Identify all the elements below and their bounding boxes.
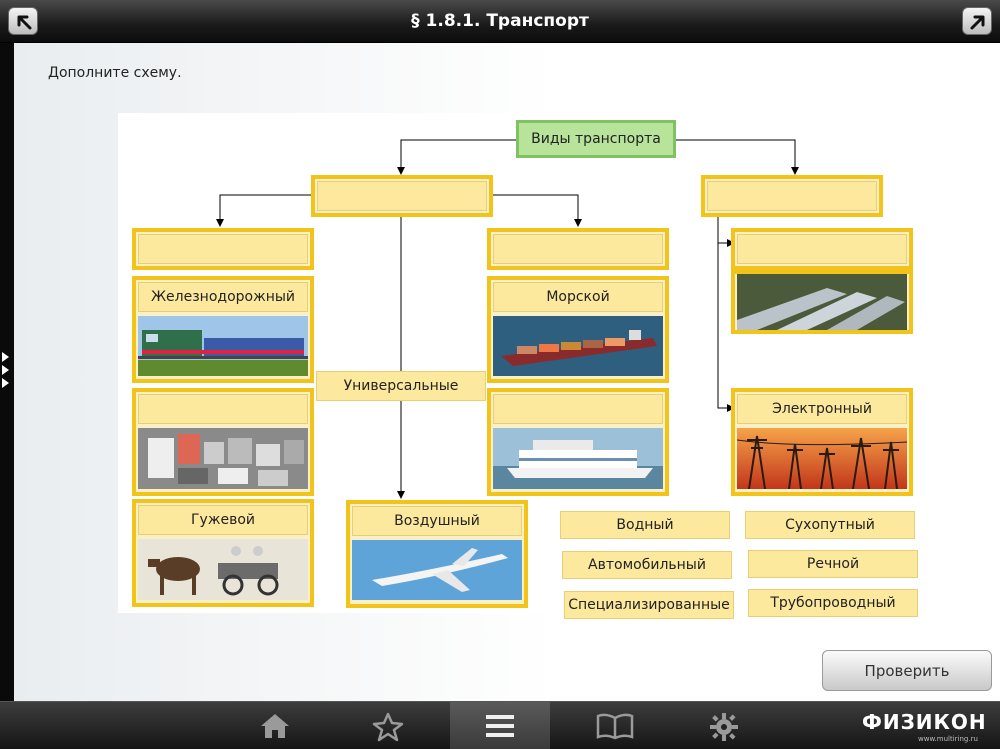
title-bar: § 1.8.1. Транспорт <box>0 0 1000 43</box>
book-button[interactable] <box>562 702 662 749</box>
option-water[interactable]: Водный <box>560 511 730 539</box>
slot-level1-left[interactable] <box>311 175 493 217</box>
label-railway: Железнодорожный <box>138 282 308 312</box>
contents-button[interactable] <box>450 702 550 749</box>
drop-slot[interactable] <box>138 394 308 424</box>
card-horse: Гужевой <box>132 499 314 607</box>
option-river[interactable]: Речной <box>748 550 918 578</box>
check-button[interactable]: Проверить <box>822 650 992 691</box>
diagram-connectors <box>216 139 799 499</box>
settings-button[interactable] <box>674 702 774 749</box>
chevron-right-icon <box>2 378 9 388</box>
brand-logo: ФИЗИКОН <box>862 710 987 734</box>
pipeline-image <box>737 274 907 330</box>
back-button[interactable] <box>8 7 38 35</box>
label-universal: Универсальные <box>316 371 486 401</box>
side-panel-handle[interactable] <box>0 43 14 701</box>
chevron-right-icon <box>2 365 9 375</box>
task-instruction: Дополните схему. <box>48 65 182 81</box>
option-land[interactable]: Сухопутный <box>745 511 915 539</box>
card-railway: Железнодорожный <box>132 276 314 383</box>
drop-slot[interactable] <box>737 234 907 264</box>
drop-slot[interactable] <box>493 234 663 264</box>
star-icon <box>372 712 404 742</box>
page-title: § 1.8.1. Транспорт <box>411 11 589 31</box>
chevron-right-icon <box>2 352 9 362</box>
option-automobile[interactable]: Автомобильный <box>562 551 732 579</box>
content-area: Дополните схему. <box>14 43 1000 701</box>
label-horse: Гужевой <box>138 505 308 535</box>
bottom-toolbar: ФИЗИКОН www.multiring.ru <box>0 701 1000 749</box>
card-automobile <box>132 388 314 496</box>
option-pipeline[interactable]: Трубопроводный <box>748 589 918 617</box>
slot-middle-category[interactable] <box>487 228 669 270</box>
card-electronic: Электронный <box>731 388 913 496</box>
arrow-up-right-icon <box>970 15 985 30</box>
option-specialized[interactable]: Специализированные <box>564 591 734 619</box>
drop-slot[interactable] <box>138 234 308 264</box>
home-icon <box>261 714 289 738</box>
label-air: Воздушный <box>352 506 522 536</box>
brand-url: www.multiring.ru <box>918 735 978 743</box>
card-pipeline <box>731 270 913 334</box>
card-air: Воздушный <box>346 500 528 608</box>
menu-icon <box>486 715 514 737</box>
home-button[interactable] <box>225 702 325 749</box>
drop-slot[interactable] <box>707 181 877 211</box>
label-electronic: Электронный <box>737 394 907 424</box>
arrow-up-left-icon <box>17 15 32 30</box>
book-icon <box>596 713 634 740</box>
card-sea: Морской <box>487 276 669 383</box>
airplane-image <box>352 540 522 600</box>
horse-cart-image <box>138 539 308 600</box>
drop-slot[interactable] <box>317 181 487 211</box>
slot-level1-right[interactable] <box>701 175 883 217</box>
cargo-ship-image <box>493 316 663 376</box>
gear-icon <box>710 713 738 741</box>
drop-slot[interactable] <box>493 394 663 424</box>
label-sea: Морской <box>493 282 663 312</box>
card-river <box>487 388 669 496</box>
slot-right-category[interactable] <box>731 228 913 270</box>
transport-diagram: Виды транспорта Железнодорожный <box>118 113 928 619</box>
slot-left-category[interactable] <box>132 228 314 270</box>
power-lines-image <box>737 428 907 489</box>
root-node: Виды транспорта <box>516 120 676 158</box>
favorites-button[interactable] <box>338 702 438 749</box>
traffic-image <box>138 428 308 489</box>
river-boat-image <box>493 428 663 489</box>
train-image <box>138 316 308 376</box>
forward-button[interactable] <box>962 7 992 35</box>
